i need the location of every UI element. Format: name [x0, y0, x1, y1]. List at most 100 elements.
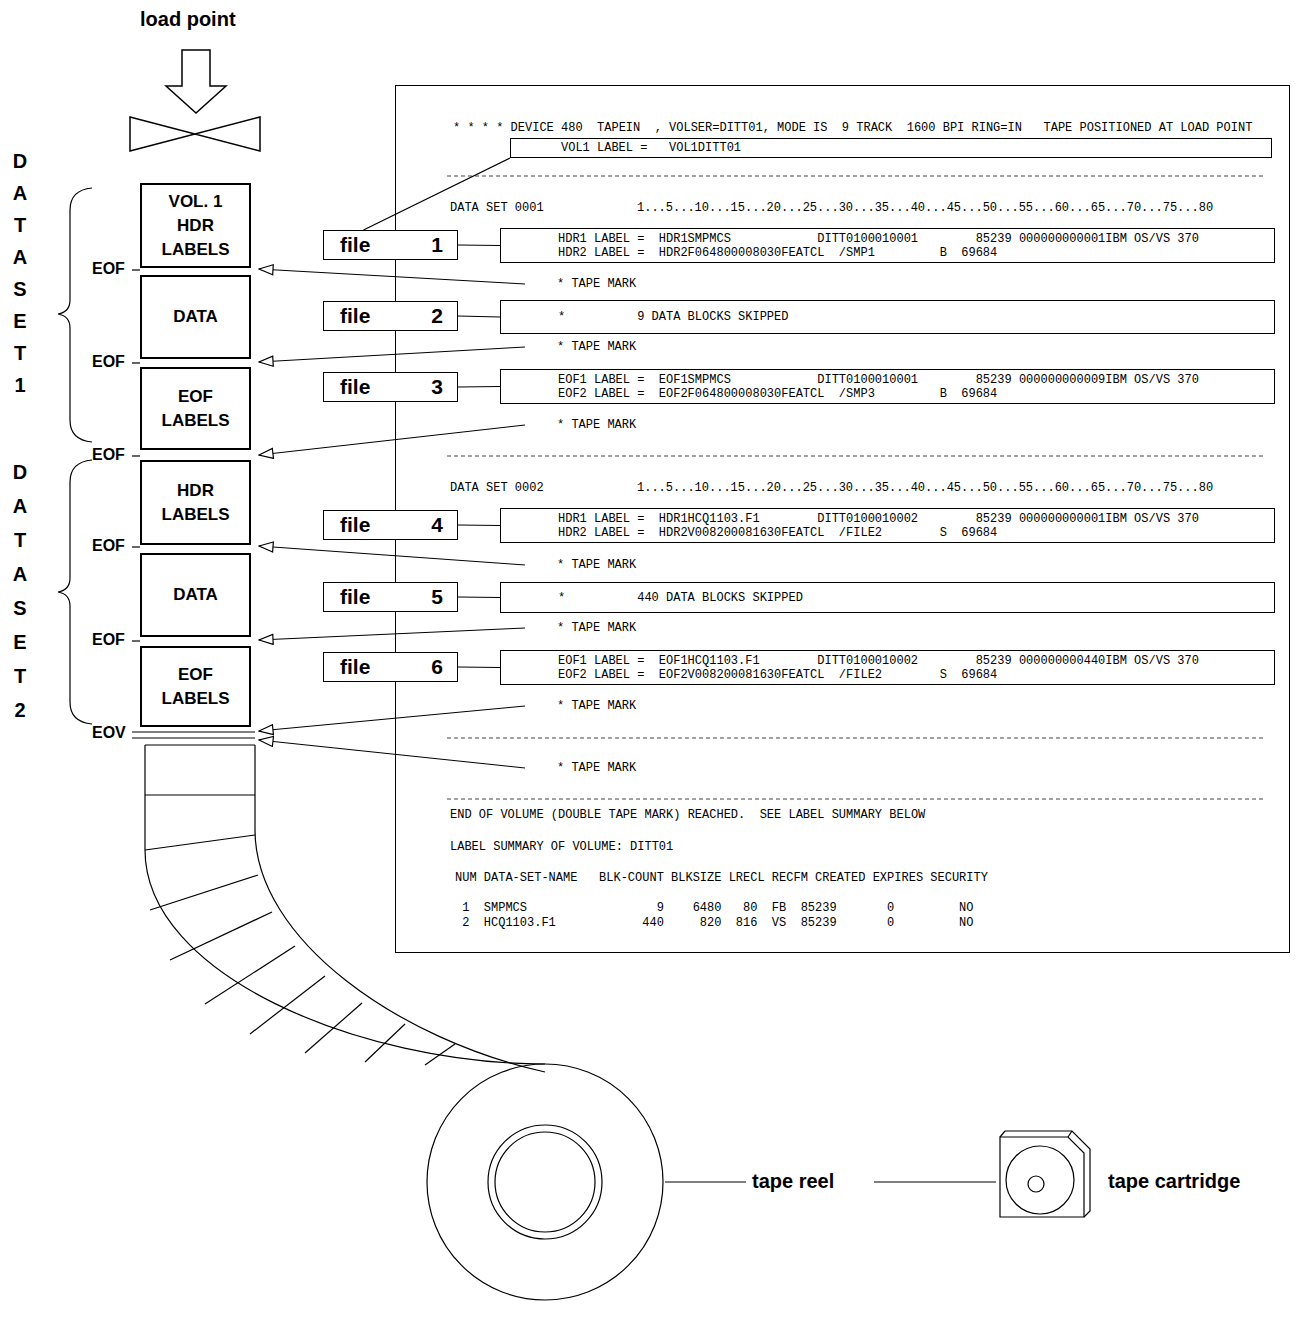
tape-block: EOF LABELS [140, 646, 251, 727]
label-record-line: HDR2 LABEL = HDR2V008200081630FEATCL /FI… [558, 526, 1274, 540]
marker-label: EOF [92, 353, 125, 371]
printout-line: 1 SMPMCS 9 6480 80 FB 85239 0 NO [455, 901, 973, 915]
marker-label: EOF [92, 631, 125, 649]
heading-label: load point [140, 8, 236, 31]
printout-line: 1...5...10...15...20...25...30...35...40… [637, 481, 1213, 495]
file-word: file [340, 585, 370, 609]
data-set-brace [58, 460, 92, 724]
file-tag: file 1 [323, 230, 458, 260]
label-record-box: * 9 DATA BLOCKS SKIPPED [500, 300, 1275, 334]
file-number: 6 [431, 655, 443, 679]
label-record-box: HDR1 LABEL = HDR1HCQ1103.F1 DITT01000100… [500, 508, 1275, 543]
file-tag: file 2 [323, 301, 458, 331]
file-tag: file 5 [323, 582, 458, 612]
eof-mark [132, 362, 140, 363]
leader-connector [458, 386, 500, 388]
label-record-line: HDR1 LABEL = HDR1HCQ1103.F1 DITT01000100… [558, 512, 1274, 526]
file-word: file [340, 304, 370, 328]
file-word: file [340, 375, 370, 399]
tape-strip [425, 1044, 455, 1065]
printout-line: * TAPE MARK [557, 761, 636, 775]
tape-reel [665, 1181, 746, 1182]
tape-strip [250, 976, 325, 1034]
tape-mark-pointer [259, 347, 525, 362]
section-divider [447, 738, 1265, 739]
tape-reel [495, 1132, 595, 1232]
file-number: 2 [431, 304, 443, 328]
file-tag: file 6 [323, 652, 458, 682]
section-divider [447, 176, 1265, 177]
load-point-arrow [166, 50, 226, 113]
section-divider [447, 799, 1265, 800]
marker-label: EOF [92, 537, 125, 555]
label-record-line: EOF1 LABEL = EOF1SMPMCS DITT0100010001 8… [558, 373, 1274, 387]
tape-strip [145, 744, 255, 745]
file-number: 3 [431, 375, 443, 399]
part-label: tape cartridge [1108, 1170, 1240, 1193]
tape-mark-pointer [259, 269, 525, 768]
printout-line: END OF VOLUME (DOUBLE TAPE MARK) REACHED… [450, 808, 925, 822]
printout-line: * TAPE MARK [557, 418, 636, 432]
data-set-brace [58, 188, 92, 724]
label-record-line: EOF2 LABEL = EOF2V008200081630FEATCL /FI… [558, 668, 1274, 682]
tape-strip [145, 835, 255, 850]
load-point-arrow [130, 50, 260, 151]
printout-line: 1...5...10...15...20...25...30...35...40… [637, 201, 1213, 215]
section-divider [447, 176, 1265, 799]
label-record-box: EOF1 LABEL = EOF1HCQ1103.F1 DITT01000100… [500, 650, 1275, 685]
tape-strip [205, 946, 295, 1004]
tape-cartridge [1000, 1137, 1084, 1217]
tape-cartridge [1028, 1176, 1044, 1192]
printout-line: * TAPE MARK [557, 340, 636, 354]
label-record-line: * 440 DATA BLOCKS SKIPPED [558, 591, 1274, 605]
tape-strip [145, 794, 255, 795]
printout-line: LABEL SUMMARY OF VOLUME: DITT01 [450, 840, 673, 854]
tape-mark-pointer [259, 269, 525, 284]
label-record-box: EOF1 LABEL = EOF1SMPMCS DITT0100010001 8… [500, 369, 1275, 404]
leader-connector [458, 666, 500, 668]
vertical-label: DATA SET 1 [12, 145, 28, 401]
tape-reel [874, 1181, 996, 1182]
eof-mark [132, 546, 140, 547]
leader-connector [458, 316, 500, 317]
tape-mark-pointer [259, 706, 525, 731]
tape-block: DATA [140, 275, 251, 359]
printout-line: 2 HCQ1103.F1 440 820 816 VS 85239 0 NO [455, 916, 973, 930]
label-record-line: EOF1 LABEL = EOF1HCQ1103.F1 DITT01000100… [558, 654, 1274, 668]
vertical-label: DATA SET 2 [12, 455, 28, 727]
marker-label: EOV [92, 724, 126, 742]
tape-strip [170, 912, 272, 960]
block-label: DATA [173, 305, 218, 329]
file-number: 1 [431, 233, 443, 257]
label-record-box: * 440 DATA BLOCKS SKIPPED [500, 582, 1275, 613]
tape-cartridge [1006, 1146, 1074, 1214]
block-label: HDR LABELS [159, 479, 233, 527]
block-label: VOL. 1 HDR LABELS [159, 190, 233, 262]
file-word: file [340, 655, 370, 679]
tape-block: DATA [140, 553, 251, 637]
printout-line: * TAPE MARK [557, 699, 636, 713]
label-record-line: HDR2 LABEL = HDR2F064800008030FEATCL /SM… [558, 246, 1274, 260]
printout-panel: * * * * DEVICE 480 TAPEIN , VOLSER=DITT0… [395, 85, 1290, 953]
tape-block: EOF LABELS [140, 367, 251, 450]
leader-connector [364, 158, 511, 230]
tape-block: HDR LABELS [140, 460, 251, 545]
block-label: DATA [173, 583, 218, 607]
file-number: 5 [431, 585, 443, 609]
printout-line: * * * * DEVICE 480 TAPEIN , VOLSER=DITT0… [453, 121, 1252, 135]
tape-cartridge [1000, 1131, 1005, 1137]
file-tag: file4 [323, 510, 458, 540]
leader-connector [458, 244, 500, 246]
eof-mark [132, 737, 255, 738]
tape-mark-pointer [259, 425, 525, 455]
leader-connector [458, 596, 500, 598]
leader-connector [458, 524, 500, 526]
tape-reel [488, 1125, 602, 1239]
tape-cartridge [1005, 1131, 1090, 1217]
tape-strip [150, 875, 258, 910]
label-record-line: VOL1 LABEL = VOL1DITT01 [561, 141, 1271, 155]
label-record-line: EOF2 LABEL = EOF2F064800008030FEATCL /SM… [558, 387, 1274, 401]
file-tag: file 3 [323, 372, 458, 402]
printout-line: * TAPE MARK [557, 277, 636, 291]
file-word: file [340, 233, 370, 257]
